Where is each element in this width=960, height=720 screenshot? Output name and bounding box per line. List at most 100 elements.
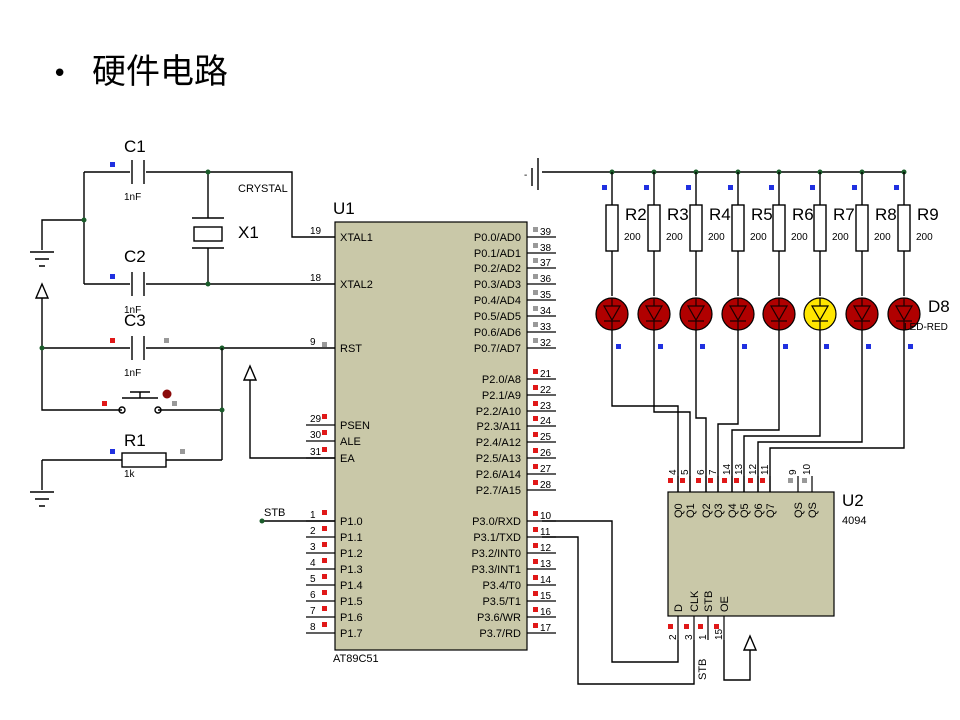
resistor-value: 200: [750, 232, 767, 243]
u1-pin-label: XTAL2: [340, 279, 373, 291]
u1-pin-label: P0.6/AD6: [474, 327, 521, 339]
u2-pin-label: QS: [807, 502, 819, 518]
u2-pin-number: 5: [680, 469, 691, 475]
u1-pin-label: P2.5/A13: [476, 453, 521, 465]
led-bank: -: [524, 158, 904, 190]
u1-pin-number: 8: [310, 622, 316, 633]
u1-pin-label: P2.3/A11: [477, 421, 521, 433]
u1-pin-label: RST: [340, 343, 362, 355]
u1-pin-label: P2.0/A8: [482, 374, 521, 386]
u1-pin-number: 27: [540, 464, 552, 475]
u1-pin-number: 38: [540, 243, 552, 254]
resistor-value: 200: [708, 232, 725, 243]
svg-text:-: -: [524, 170, 527, 181]
r1-label: R1: [124, 431, 146, 450]
power-arrow-icon: [34, 282, 110, 411]
u1-pin-label: P0.5/AD5: [474, 311, 521, 323]
u2-pin-number: 1: [698, 634, 709, 640]
u2-pin-label: Q7: [765, 503, 777, 518]
u1-pin-number: 29: [310, 414, 322, 425]
u1-pin-number: 10: [540, 511, 552, 522]
resistor-value: 200: [666, 232, 683, 243]
u1-pin-label: P2.2/A10: [476, 406, 521, 418]
u1-label: U1: [333, 199, 355, 218]
resistor-body: [689, 204, 703, 252]
resistor-value: 200: [832, 232, 849, 243]
oe-power-arrow-icon: [723, 634, 758, 681]
resistor-body: [605, 204, 619, 252]
u2-pin-label: STB: [703, 591, 715, 612]
resistor-body: [731, 204, 745, 252]
u1-pin-number: 34: [540, 306, 552, 317]
resistor-body: [897, 204, 911, 252]
u1-pin-number: 16: [540, 607, 552, 618]
ground-icon: [30, 460, 54, 507]
u1-pin-label: P0.7/AD7: [474, 343, 521, 355]
c3-label: C3: [124, 311, 146, 330]
u1-body: [334, 221, 528, 651]
u1-pin-label: P1.6: [340, 612, 363, 624]
stb2-net-label: STB: [697, 659, 709, 680]
u1-pin-number: 31: [310, 447, 322, 458]
u2-pin-label: Q2: [701, 503, 713, 518]
resistor-value: 200: [791, 232, 808, 243]
u1-pin-label: P1.7: [340, 628, 363, 640]
resistor-label: R5: [751, 205, 773, 224]
u2-pin-number: 15: [714, 628, 725, 640]
u2-pin-number: 10: [802, 463, 813, 475]
power-source-icon: [532, 158, 542, 190]
u1-pin-number: 19: [310, 226, 322, 237]
u1-pin-label: P0.3/AD3: [474, 279, 521, 291]
u1-right-pins: 39P0.0/AD038P0.1/AD137P0.2/AD236P0.3/AD3…: [471, 227, 556, 640]
bullet-icon: •: [52, 58, 68, 89]
u1-pin-label: P2.7/A15: [476, 485, 521, 497]
u2-pin-label: D: [673, 604, 685, 612]
u2-pin-number: 3: [684, 634, 695, 640]
r1-value: 1k: [124, 469, 136, 480]
u1-pin-number: 12: [540, 543, 552, 554]
u2-pin-number: 4: [668, 469, 679, 475]
u1-pin-number: 25: [540, 432, 552, 443]
u1-pin-label: P1.3: [340, 564, 363, 576]
resistor-label: R7: [833, 205, 855, 224]
resistor-label: R4: [709, 205, 731, 224]
u1-pin-label: P2.6/A14: [476, 469, 521, 481]
reset-button-symbol: [110, 391, 222, 411]
c1-symbol: [131, 160, 145, 184]
u1-pin-number: 11: [540, 527, 551, 538]
resistor-body: [647, 204, 661, 252]
u1-pin-label: P1.2: [340, 548, 363, 560]
u1-pin-number: 7: [310, 606, 316, 617]
u1-pin-label: P3.2/INT0: [471, 548, 521, 560]
u1-pin-label: P3.5/T1: [482, 596, 521, 608]
c2-value: 1nF: [124, 305, 141, 316]
u2-pin-number: 2: [668, 634, 679, 640]
u1-pin-number: 37: [540, 258, 552, 269]
u1-pin-number: 33: [540, 322, 552, 333]
u1-pin-label: P2.4/A12: [476, 437, 521, 449]
u1-left-pins: 19XTAL118XTAL29RST29PSEN30ALE31EA1P1.02P…: [306, 226, 373, 640]
u2-pin-label: Q6: [753, 503, 765, 518]
resistor-value: 200: [624, 232, 641, 243]
resistor-label: R2: [625, 205, 647, 224]
button-indicator-icon: [162, 389, 172, 399]
u1-pin-label: P0.1/AD1: [474, 248, 521, 260]
u2-pin-label: OE: [719, 596, 731, 612]
u1-pin-label: P2.1/A9: [482, 390, 521, 402]
u1-pin-number: 14: [540, 575, 552, 586]
u1-pin-number: 18: [310, 273, 322, 284]
u1-pin-label: P1.4: [340, 580, 363, 592]
u1-pin-number: 30: [310, 430, 322, 441]
d8-label: D8: [928, 297, 950, 316]
u2-pin-number: 7: [708, 469, 719, 475]
u1-pin-number: 39: [540, 227, 552, 238]
resistor-body: [813, 204, 827, 252]
u2-pin-label: Q1: [685, 503, 697, 518]
u1-pin-number: 15: [540, 591, 552, 602]
u1-pin-label: P3.6/WR: [477, 612, 521, 624]
wire-txd-to-clk: [542, 536, 695, 685]
crystal-label: CRYSTAL: [238, 183, 288, 195]
u2-pin-number: 11: [760, 464, 771, 475]
